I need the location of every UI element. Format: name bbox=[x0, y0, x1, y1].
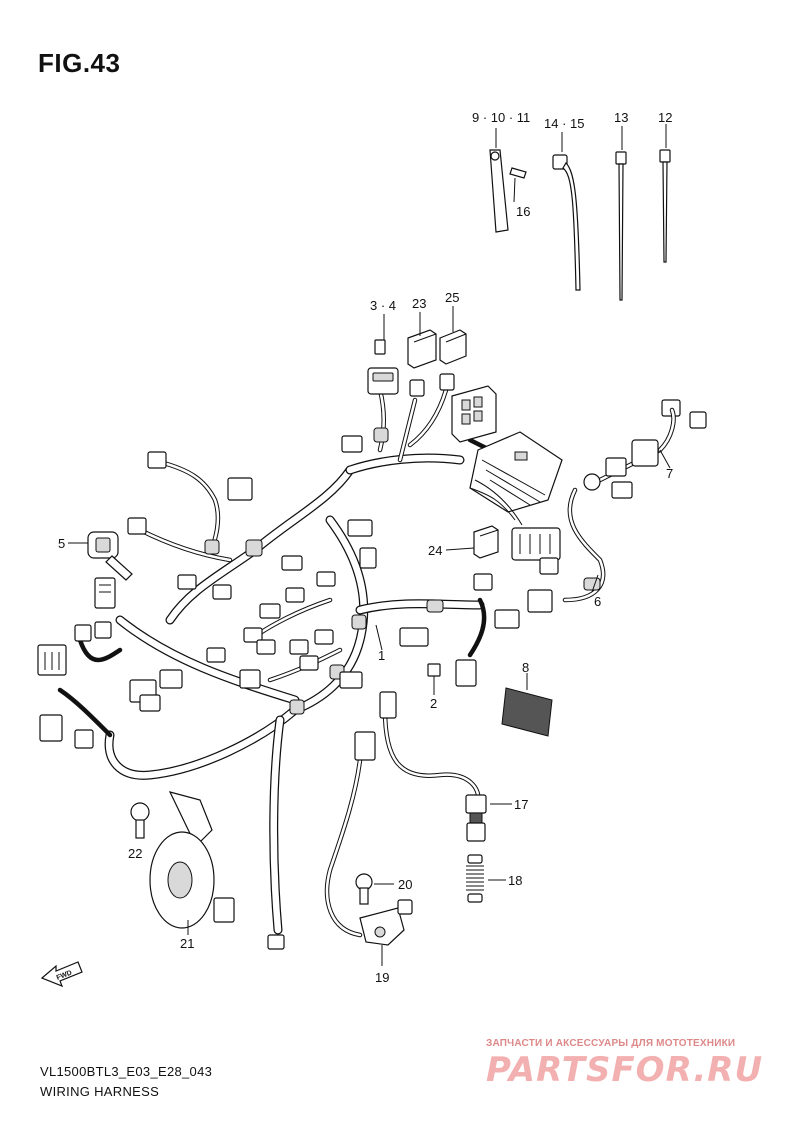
callout-24: 24 bbox=[428, 543, 442, 558]
harness-connectors bbox=[127, 435, 377, 950]
callout-19: 19 bbox=[375, 970, 389, 985]
multi-pin-connector bbox=[494, 527, 561, 629]
callout-9-10-11: 9 · 10 · 11 bbox=[472, 110, 530, 125]
callout-13: 13 bbox=[614, 110, 628, 125]
callout-23: 23 bbox=[412, 296, 426, 311]
part-16-screw bbox=[509, 167, 527, 203]
part-5-sensor bbox=[68, 531, 133, 581]
part-22-bolt bbox=[130, 802, 150, 839]
part-20-bolt bbox=[355, 873, 394, 905]
figure-title: FIG.43 bbox=[38, 48, 121, 78]
part-25-relay bbox=[439, 306, 467, 391]
part-3-4-fuse-holder bbox=[367, 314, 399, 395]
callout-16: 16 bbox=[516, 204, 530, 219]
callout-14-15: 14 · 15 bbox=[544, 116, 584, 131]
callout-20: 20 bbox=[398, 877, 412, 892]
part-6-leader bbox=[591, 574, 599, 593]
left-connector-blocks bbox=[37, 577, 183, 749]
ecu-connector bbox=[469, 431, 563, 526]
callout-1: 1 bbox=[378, 648, 385, 663]
callout-6: 6 bbox=[594, 594, 601, 609]
section-name: WIRING HARNESS bbox=[40, 1084, 160, 1099]
callout-8: 8 bbox=[522, 660, 529, 675]
callout-labels: 9 · 10 · 11 14 · 15 13 12 16 3 · 4 23 25… bbox=[58, 110, 673, 985]
callout-22: 22 bbox=[128, 846, 142, 861]
callout-2: 2 bbox=[430, 696, 437, 711]
part-8-label bbox=[501, 673, 553, 737]
part-1-leaders bbox=[375, 624, 477, 687]
callout-18: 18 bbox=[508, 873, 522, 888]
watermark-logo: PARTSFOR.RU bbox=[486, 1050, 764, 1090]
callout-12: 12 bbox=[658, 110, 672, 125]
part-13-cable-tie bbox=[615, 126, 627, 301]
part-9-10-11-clamp bbox=[489, 128, 509, 233]
callout-21: 21 bbox=[180, 936, 194, 951]
part-2-fuse bbox=[427, 663, 441, 695]
part-21-horn bbox=[149, 791, 215, 935]
callout-5: 5 bbox=[58, 536, 65, 551]
callout-17: 17 bbox=[514, 797, 528, 812]
part-7-connector bbox=[583, 399, 707, 499]
fwd-arrow-icon: FWD bbox=[40, 961, 83, 988]
part-24-relay bbox=[445, 525, 499, 591]
fuse-box bbox=[451, 385, 497, 443]
callout-7: 7 bbox=[666, 466, 673, 481]
part-18-spring bbox=[466, 854, 506, 903]
callout-3-4: 3 · 4 bbox=[370, 298, 396, 313]
part-23-relay bbox=[407, 312, 437, 397]
watermark-caption: ЗАПЧАСТИ И АКСЕССУАРЫ ДЛЯ МОТОТЕХНИКИ bbox=[486, 1038, 736, 1049]
part-12-cable-tie bbox=[659, 124, 671, 263]
part-14-15-cable-tie bbox=[552, 132, 581, 291]
callout-25: 25 bbox=[445, 290, 459, 305]
part-19-sensor bbox=[324, 731, 413, 966]
model-code: VL1500BTL3_E03_E28_043 bbox=[40, 1064, 213, 1079]
part-17-switch bbox=[379, 691, 512, 842]
